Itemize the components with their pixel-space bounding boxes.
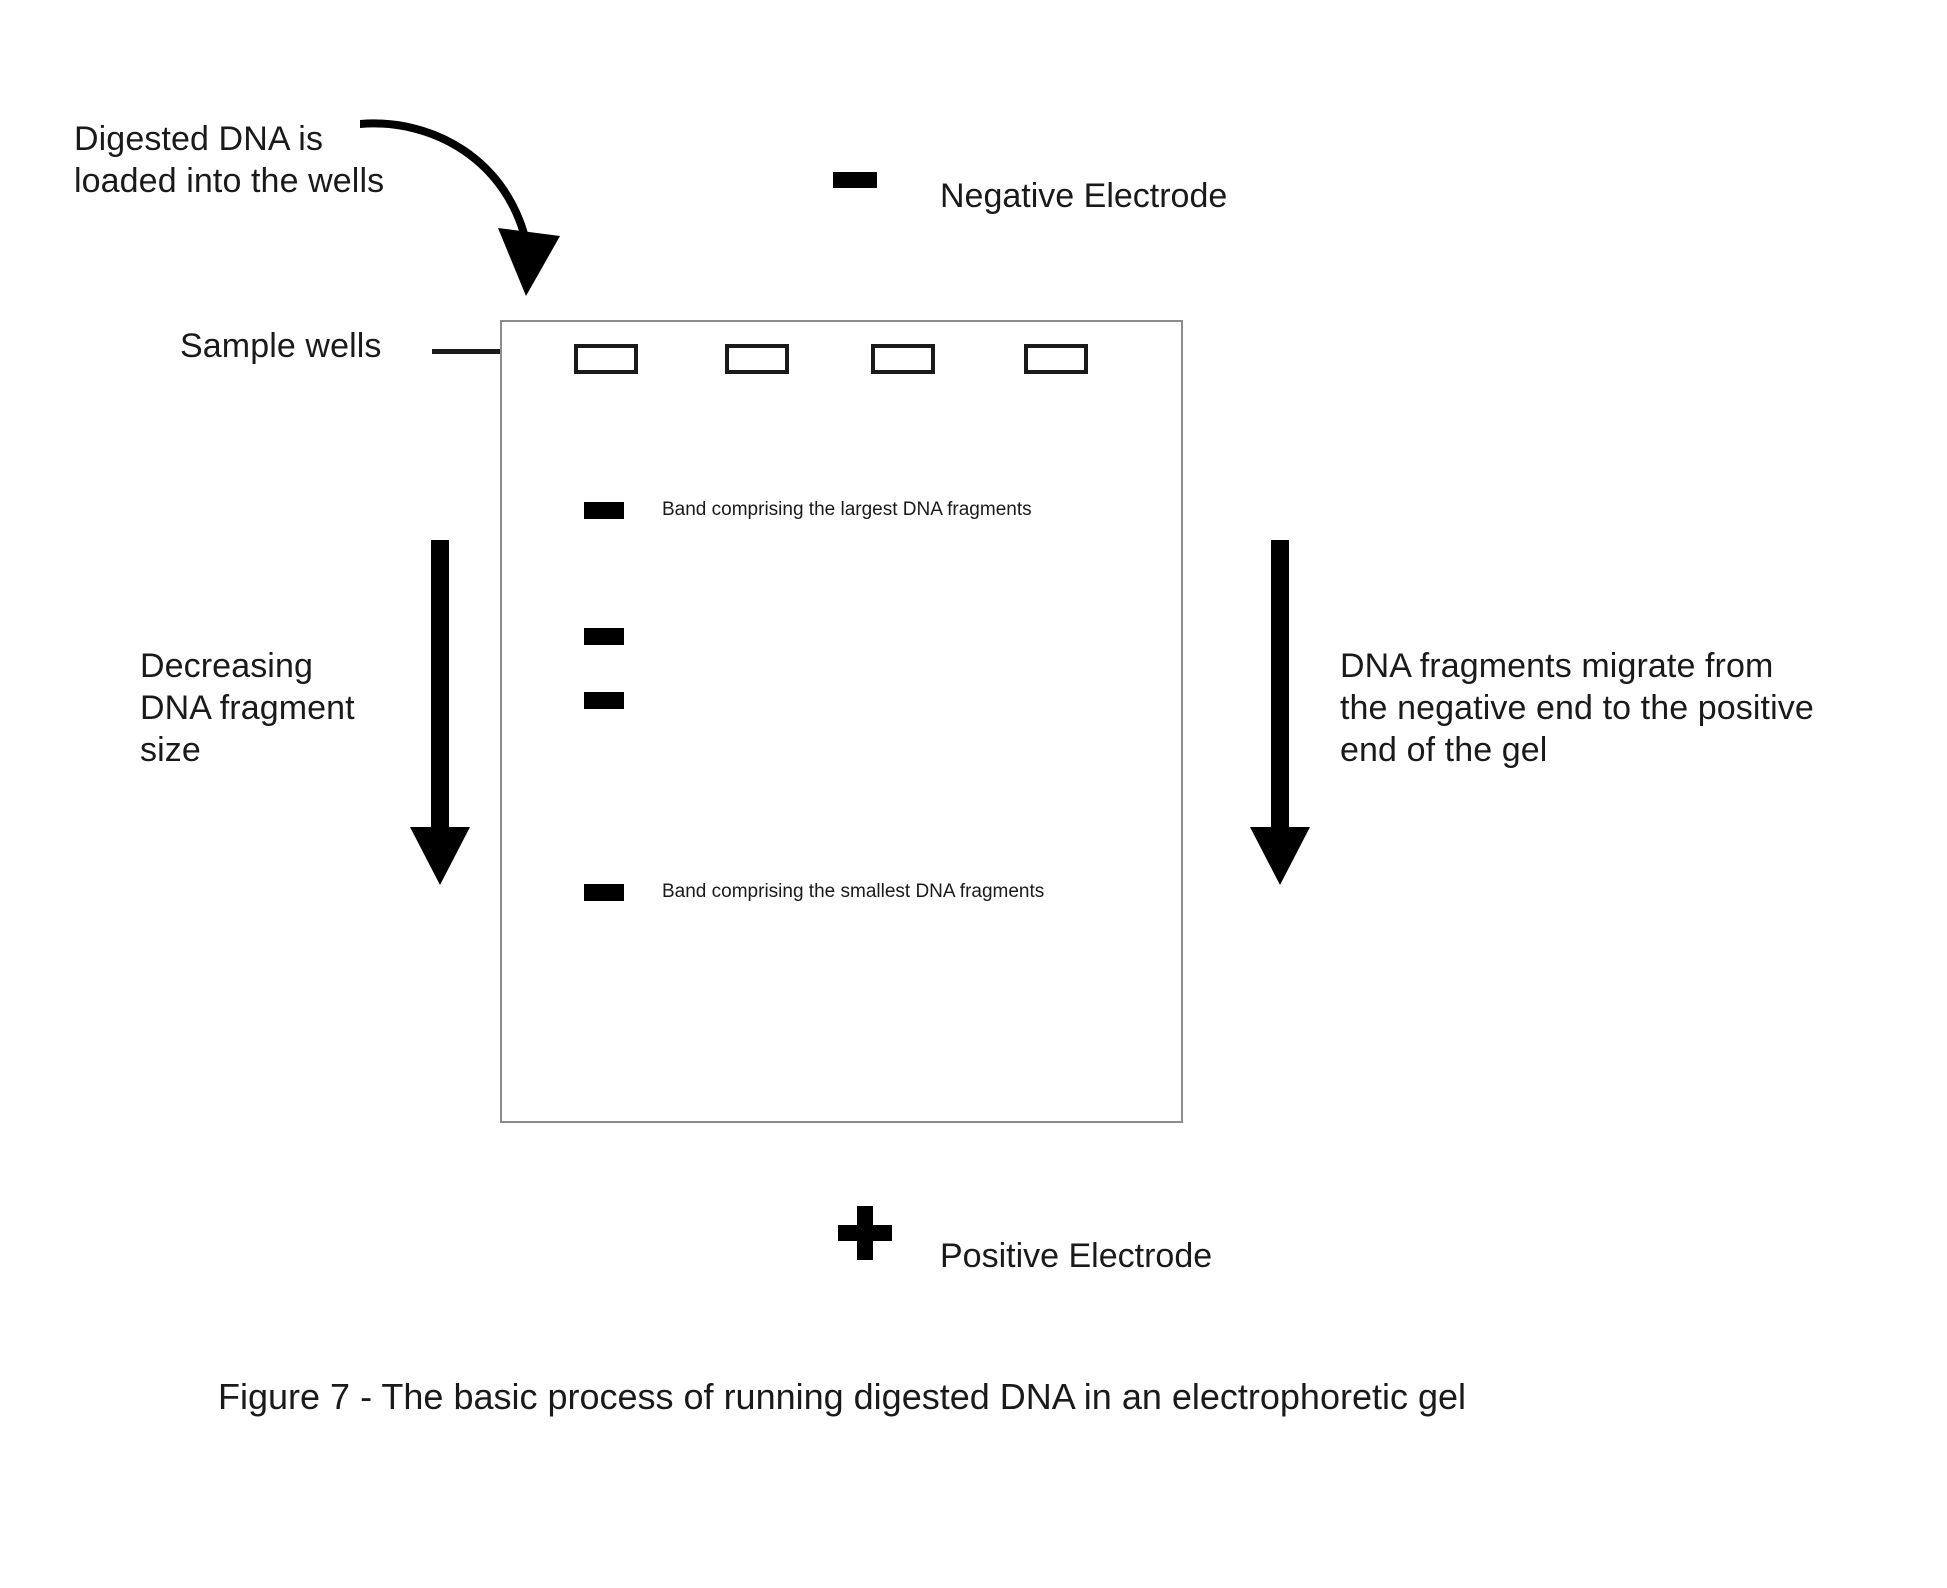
dna-band-1 xyxy=(584,502,624,519)
sample-wells-label: Sample wells xyxy=(180,327,382,365)
sample-well-1[interactable] xyxy=(574,344,638,374)
dna-band-4-label: Band comprising the smallest DNA fragmen… xyxy=(662,881,1045,902)
decreasing-size-arrow-icon xyxy=(410,540,470,885)
negative-electrode-label: Negative Electrode xyxy=(940,177,1228,215)
dna-band-4 xyxy=(584,884,624,901)
positive-electrode-label: Positive Electrode xyxy=(940,1237,1213,1275)
dna-band-1-label: Band comprising the largest DNA fragment… xyxy=(662,499,1032,520)
figure-caption: Figure 7 - The basic process of running … xyxy=(218,1376,1467,1417)
migration-arrow-icon xyxy=(1250,540,1310,885)
sample-well-3[interactable] xyxy=(871,344,935,374)
sample-well-4[interactable] xyxy=(1024,344,1088,374)
sample-well-2[interactable] xyxy=(725,344,789,374)
migration-annotation: DNA fragments migrate from the negative … xyxy=(1340,647,1814,769)
loading-annotation: Digested DNA is loaded into the wells xyxy=(74,120,385,200)
decreasing-size-annotation: Decreasing DNA fragment size xyxy=(140,647,355,769)
dna-band-3 xyxy=(584,692,624,709)
negative-electrode-icon xyxy=(833,172,877,188)
sample-wells-row xyxy=(502,322,1185,382)
positive-electrode-icon xyxy=(838,1206,892,1260)
gel-slab: Band comprising the largest DNA fragment… xyxy=(500,320,1183,1123)
dna-band-2 xyxy=(584,628,624,645)
